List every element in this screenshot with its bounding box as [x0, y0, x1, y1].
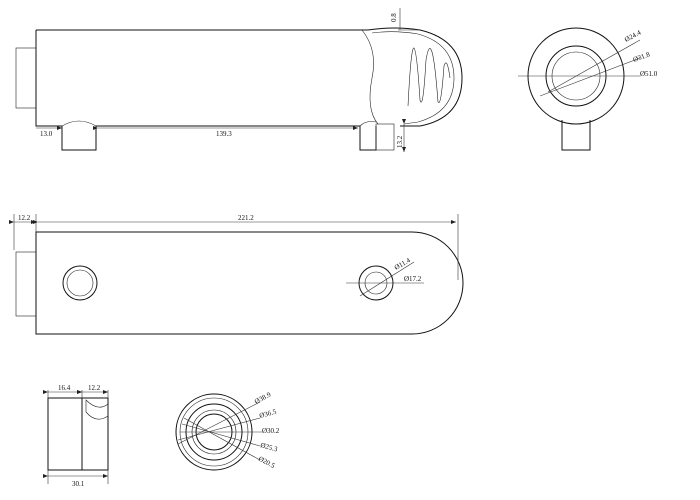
dim-end-d2: Ø31.8	[632, 50, 651, 64]
top-body-outline	[35, 29, 368, 127]
dim-left-offset: 13.0	[40, 130, 53, 138]
dim-nut-width: 16.4	[58, 384, 71, 392]
top-right-foot	[359, 126, 377, 151]
nut-thread-section	[81, 397, 109, 471]
dim-hole-spacing: 139.3	[216, 130, 232, 138]
dim-fitting-height: 13.2	[396, 135, 404, 148]
dim-end-d1: Ø24.4	[623, 28, 642, 43]
side-left-hole-inner	[66, 269, 94, 297]
nut-side-view: 16.4 12.2 30.1	[43, 384, 109, 488]
end-view: Ø24.4 Ø31.8 Ø51.0	[518, 27, 658, 151]
end-foot	[561, 120, 591, 151]
dim-end-d3: Ø51.0	[640, 70, 658, 78]
top-inner-curve	[361, 29, 379, 125]
dim-nut-d3: Ø30.2	[262, 427, 280, 435]
dim-nut-total: 30.1	[72, 480, 85, 488]
dim-hole-outer: Ø17.2	[404, 275, 422, 283]
nut-thread-cutaway	[85, 399, 109, 420]
top-right-thread	[375, 123, 395, 151]
dim-nut-thread: 12.2	[88, 384, 101, 392]
top-rounded-end	[367, 27, 463, 127]
dim-nut-d1: Ø38.9	[253, 390, 272, 405]
side-view: 12.2 221.2 Ø11.4 Ø17.2	[9, 214, 464, 335]
top-wall-line	[371, 31, 455, 125]
dim-nut-d4: Ø25.3	[259, 441, 278, 453]
side-left-hole-outer	[62, 265, 98, 301]
side-body-outline	[35, 231, 464, 335]
spring-coil	[407, 47, 451, 107]
dim-total-length: 221.2	[238, 214, 254, 222]
side-thread-stub	[15, 251, 37, 317]
dim-nut-d5: Ø20.5	[257, 455, 276, 470]
dim-nut-d2: Ø36.5	[258, 408, 277, 420]
dim-wall-thickness: 0.8	[390, 13, 398, 22]
top-left-foot	[61, 126, 97, 151]
nut-knurled-body	[47, 397, 83, 471]
dim-thread-length: 12.2	[18, 214, 31, 222]
top-view: 0.8 13.0 139.3 13.2	[15, 8, 463, 152]
top-thread-stub	[15, 47, 37, 109]
nut-front-view: Ø38.9 Ø36.5 Ø30.2 Ø25.3 Ø20.5	[175, 390, 280, 471]
